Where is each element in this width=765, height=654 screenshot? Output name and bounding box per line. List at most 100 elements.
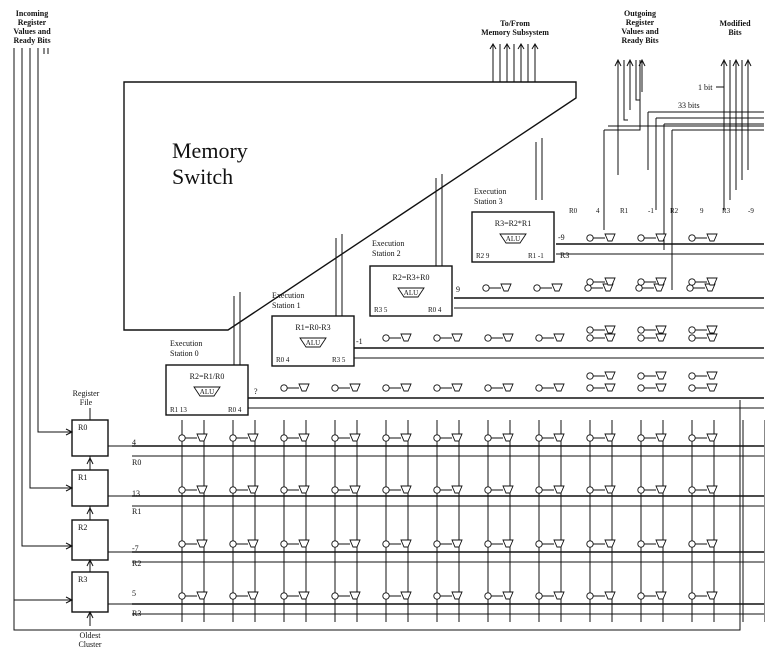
mux-node xyxy=(536,335,542,341)
mux-node xyxy=(485,487,491,493)
mux-node xyxy=(536,385,542,391)
gate-icon xyxy=(350,434,360,441)
gate-icon xyxy=(452,384,462,391)
gate-icon xyxy=(299,592,309,599)
mux-node xyxy=(689,593,695,599)
station-0-src-a: R1 13 xyxy=(170,406,187,414)
mux-node xyxy=(585,285,591,291)
bus-r2-label: R2 xyxy=(132,559,141,568)
station-1-title-1: Execution xyxy=(272,291,304,300)
gate-icon xyxy=(503,592,513,599)
gate-icon xyxy=(656,384,666,391)
mux-node xyxy=(281,385,287,391)
mux-node xyxy=(434,385,440,391)
gate-icon xyxy=(248,540,258,547)
bus-r0-label: R0 xyxy=(132,458,141,467)
register-r2-value: -7 xyxy=(132,544,139,553)
out-col-3-value: -9 xyxy=(748,207,754,215)
mux-node xyxy=(434,335,440,341)
mux-node xyxy=(536,487,542,493)
mux-node xyxy=(689,435,695,441)
gate-icon xyxy=(350,384,360,391)
out-col-1-reg: R1 xyxy=(620,207,629,215)
gate-icon xyxy=(605,334,615,341)
execution-station-2: Execution Station 2 R2=R3+R0 ALU R3 5 R0… xyxy=(370,239,460,316)
station-3-op: R3=R2*R1 xyxy=(495,219,532,228)
mux-node xyxy=(485,435,491,441)
out-col-2-reg: R2 xyxy=(670,207,679,215)
mux-node xyxy=(230,541,236,547)
gate-icon xyxy=(299,486,309,493)
register-r1-name: R1 xyxy=(78,473,87,482)
mux-node xyxy=(587,327,593,333)
memory-switch: Memory Switch xyxy=(124,82,576,330)
thirty-three-bits-label: 33 bits xyxy=(678,101,700,110)
gate-icon xyxy=(707,372,717,379)
register-file-line-1: Register xyxy=(73,389,100,398)
mux-node xyxy=(587,593,593,599)
mux-node xyxy=(179,593,185,599)
mux-node xyxy=(587,541,593,547)
gate-icon xyxy=(248,486,258,493)
station-1-op: R1=R0-R3 xyxy=(295,323,330,332)
mux-node xyxy=(332,541,338,547)
mux-node xyxy=(485,593,491,599)
outgoing-label: Outgoing Register Values and Ready Bits xyxy=(621,9,659,45)
outgoing-line-1: Outgoing xyxy=(624,9,656,18)
mux-node xyxy=(638,335,644,341)
mux-node xyxy=(383,385,389,391)
mux-node xyxy=(689,541,695,547)
mux-node xyxy=(536,541,542,547)
gate-icon xyxy=(452,540,462,547)
mux-node xyxy=(638,487,644,493)
mux-node xyxy=(638,385,644,391)
station-3-side-label: R3 xyxy=(560,251,569,260)
register-r3-name: R3 xyxy=(78,575,87,584)
mux-node xyxy=(383,435,389,441)
station-0-out: ? xyxy=(254,387,258,396)
gate-icon xyxy=(299,540,309,547)
mux-node xyxy=(230,593,236,599)
gate-icon xyxy=(452,486,462,493)
outgoing-columns: R0 4 R1 -1 R2 9 R3 -9 xyxy=(569,207,754,215)
out-col-1-value: -1 xyxy=(648,207,654,215)
mux-node xyxy=(434,435,440,441)
incoming-line-2: Register xyxy=(18,18,47,27)
memory-io-arrows xyxy=(490,44,538,82)
mux-node xyxy=(689,235,695,241)
station-2-title-2: Station 2 xyxy=(372,249,401,258)
mux-node xyxy=(281,593,287,599)
gate-icon xyxy=(197,540,207,547)
mux-node xyxy=(383,593,389,599)
modified-line-2: Bits xyxy=(728,28,741,37)
out-col-0-value: 4 xyxy=(596,207,600,215)
station-0-op: R2=R1/R0 xyxy=(190,372,225,381)
gate-icon xyxy=(401,334,411,341)
outgoing-line-3: Values and xyxy=(621,27,659,36)
gate-icon xyxy=(707,326,717,333)
mux-node xyxy=(179,541,185,547)
mux-node xyxy=(332,435,338,441)
mux-node xyxy=(587,235,593,241)
station-1-title-2: Station 1 xyxy=(272,301,301,310)
memory-switch-line-1: Memory xyxy=(172,138,248,163)
gate-icon xyxy=(605,592,615,599)
outgoing-line-2: Register xyxy=(626,18,655,27)
out-col-0-reg: R0 xyxy=(569,207,578,215)
mux-node xyxy=(587,279,593,285)
outgoing-line-4: Ready Bits xyxy=(621,36,658,45)
mux-node xyxy=(689,335,695,341)
mux-node xyxy=(383,335,389,341)
gate-icon xyxy=(707,334,717,341)
mux-node xyxy=(587,487,593,493)
mux-node xyxy=(587,335,593,341)
station-1-alu: ALU xyxy=(306,339,320,347)
register-file-line-2: File xyxy=(80,398,93,407)
gate-icon xyxy=(605,326,615,333)
modified-line-1: Modified xyxy=(719,19,751,28)
gate-icon xyxy=(503,486,513,493)
gate-icon xyxy=(248,592,258,599)
memory-io-line-1: To/From xyxy=(500,19,530,28)
gate-icon xyxy=(656,326,666,333)
